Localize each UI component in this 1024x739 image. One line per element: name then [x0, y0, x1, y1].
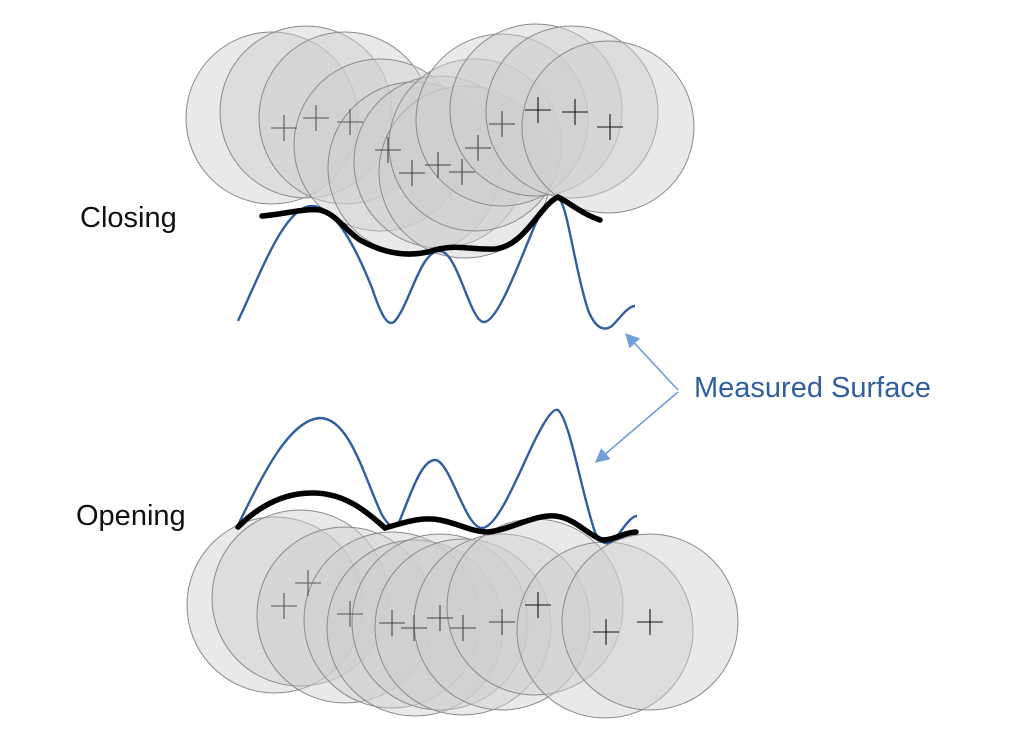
closing-label: Closing: [80, 202, 177, 234]
plus-icon: [375, 137, 401, 163]
opening-measured-surface-line: [236, 408, 638, 545]
plus-icon: [427, 605, 453, 631]
opening-disk: [186, 516, 364, 694]
closing-disk: [219, 25, 393, 199]
plus-icon: [337, 601, 363, 627]
plus-icon: [425, 152, 451, 178]
opening-disk: [211, 509, 389, 687]
opening-disks-group: [186, 509, 739, 719]
plus-icon: [303, 105, 329, 131]
opening-disk: [256, 526, 434, 704]
plus-icon: [399, 160, 425, 186]
measured-surface-label: Measured Surface: [694, 372, 931, 404]
plus-icon: [295, 570, 321, 596]
plus-icon: [449, 159, 475, 185]
arrow-to-opening-surface: [594, 391, 679, 463]
plus-icon: [637, 609, 663, 635]
closing-disk: [293, 58, 467, 232]
plus-icon: [562, 99, 588, 125]
closing-envelope-line: [259, 193, 603, 257]
plus-icon: [593, 619, 619, 645]
plus-icon: [465, 135, 491, 161]
plus-icon: [525, 97, 551, 123]
opening-envelope-line: [235, 490, 639, 543]
plus-icon: [525, 592, 551, 618]
closing-disks-group: [185, 23, 695, 259]
plus-icon: [337, 109, 363, 135]
plus-icon: [489, 609, 515, 635]
plus-icon: [401, 615, 427, 641]
closing-disk: [388, 58, 562, 232]
plus-icon: [489, 111, 515, 137]
opening-label: Opening: [76, 500, 186, 532]
plus-icon: [271, 115, 297, 141]
plus-icon: [379, 610, 405, 636]
closing-disk: [185, 31, 359, 205]
plus-icon: [271, 593, 297, 619]
arrow-to-closing-surface: [625, 332, 679, 391]
plus-icon: [450, 615, 476, 641]
plus-icon: [597, 114, 623, 140]
